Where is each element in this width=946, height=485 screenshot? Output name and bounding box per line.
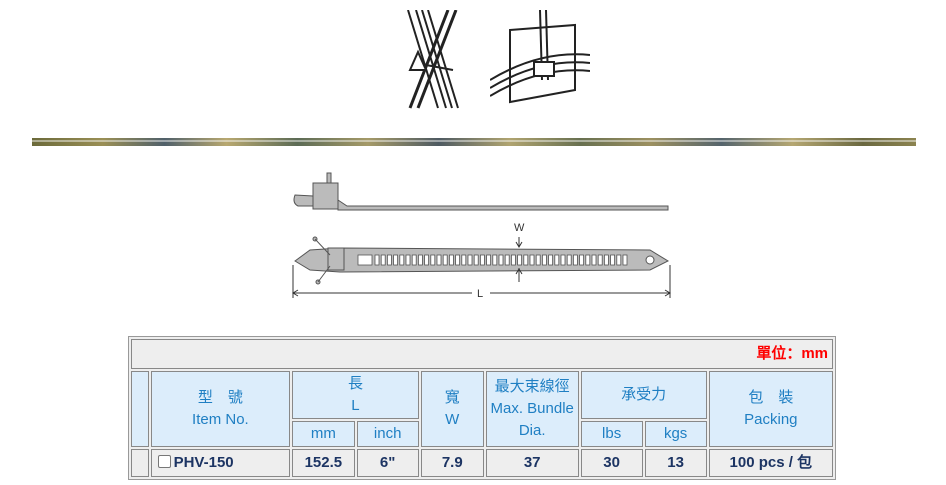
unit-label: 單位：mm bbox=[131, 339, 833, 369]
item-cell: PHV-150 bbox=[150, 449, 291, 477]
packing-cell: 100 pcs / 包 bbox=[708, 449, 833, 477]
inch-cell: 6" bbox=[356, 449, 419, 477]
cable-tie-drawing: W L bbox=[292, 172, 671, 300]
select-column-header bbox=[131, 371, 149, 447]
row-select-checkbox[interactable] bbox=[157, 455, 171, 468]
width-dimension-label: W bbox=[514, 222, 525, 234]
mm-header: mm bbox=[292, 421, 355, 447]
lbs-header: lbs bbox=[580, 421, 643, 447]
length-dimension-label: L bbox=[477, 288, 483, 300]
decorative-divider bbox=[32, 138, 916, 146]
inch-header: inch bbox=[356, 421, 419, 447]
application-illustration-1 bbox=[407, 10, 459, 109]
kgs-header: kgs bbox=[644, 421, 707, 447]
kgs-cell: 13 bbox=[644, 449, 707, 477]
row-spacer bbox=[131, 449, 149, 477]
width-cell: 7.9 bbox=[420, 449, 484, 477]
lbs-cell: 30 bbox=[580, 449, 643, 477]
bundle-cell: 37 bbox=[485, 449, 579, 477]
application-illustration-2 bbox=[490, 10, 590, 104]
table-row: PHV-150 152.5 6" 7.9 37 30 13 100 pcs / … bbox=[131, 449, 833, 477]
tensile-header: 承受力 bbox=[580, 371, 707, 419]
mm-cell: 152.5 bbox=[292, 449, 355, 477]
